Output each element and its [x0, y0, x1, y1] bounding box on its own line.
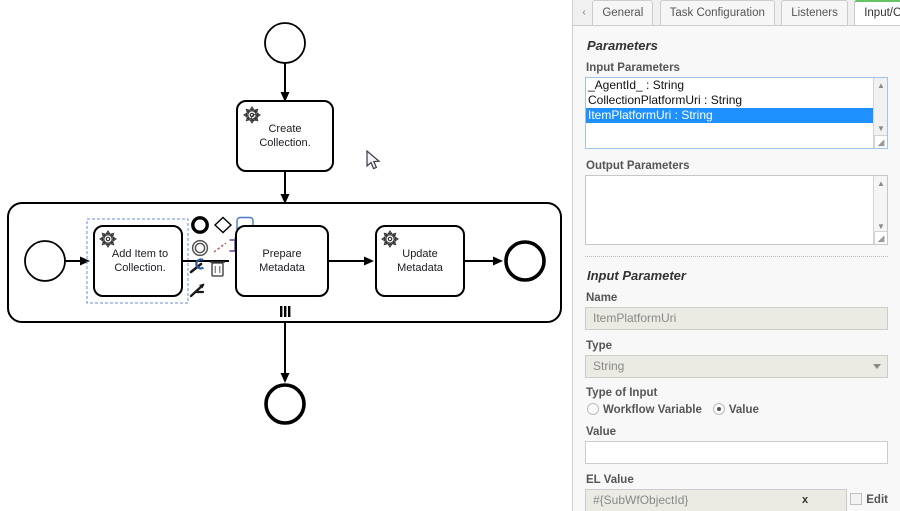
edit-checkbox-wrapper[interactable]: Edit: [850, 492, 888, 506]
input-parameters-listbox[interactable]: _AgentId_ : String CollectionPlatformUri…: [585, 77, 888, 149]
task-add-item-to-collection[interactable]: [93, 225, 183, 297]
panel-content: Parameters Input Parameters _AgentId_ : …: [573, 26, 900, 511]
arrow-head: [493, 256, 503, 266]
value-label: Value: [586, 426, 617, 438]
radio-workflow-variable-label[interactable]: Workflow Variable: [603, 404, 702, 416]
task-label: Collection.: [259, 137, 310, 149]
tab-input-output[interactable]: Input/Output: [854, 0, 900, 25]
el-value-row: #{SubWfObjectId} x Edit: [585, 489, 888, 511]
task-label: Update: [402, 248, 437, 260]
properties-tab-bar[interactable]: ‹ General Task Configuration Listeners I…: [573, 0, 900, 26]
list-item-selected[interactable]: ItemPlatformUri : String: [586, 108, 873, 123]
parameters-heading: Parameters: [587, 38, 658, 53]
radio-value-label[interactable]: Value: [728, 404, 759, 416]
arrow-head: [364, 256, 374, 266]
service-task-gear-icon: [381, 230, 399, 248]
el-value-field[interactable]: #{SubWfObjectId}: [585, 489, 847, 511]
scroll-down-icon[interactable]: ▼: [877, 222, 885, 231]
el-value-label: EL Value: [586, 474, 634, 486]
radio-value[interactable]: [712, 403, 725, 415]
scroll-down-icon[interactable]: ▼: [877, 124, 885, 133]
type-label: Type: [586, 340, 612, 352]
chevron-down-icon: [873, 364, 881, 369]
trash-icon[interactable]: [210, 261, 225, 277]
listbox-scrollbar[interactable]: ▲ ▼: [873, 176, 887, 244]
tab-general[interactable]: General: [592, 0, 654, 25]
task-label: Create: [268, 123, 301, 135]
name-field[interactable]: ItemPlatformUri: [585, 307, 888, 330]
subprocess-end-event[interactable]: [504, 240, 546, 282]
arrow-head: [280, 92, 290, 102]
tab-listeners[interactable]: Listeners: [781, 0, 848, 25]
arrow-head: [80, 256, 90, 266]
edit-checkbox[interactable]: [850, 493, 863, 505]
task-prepare-metadata[interactable]: [235, 225, 329, 297]
resize-grip-icon[interactable]: ◢: [874, 231, 887, 244]
append-intermediate-event-icon[interactable]: [191, 239, 209, 257]
output-parameters-label: Output Parameters: [586, 160, 690, 172]
type-select-wrapper[interactable]: String: [585, 355, 888, 378]
task-label: Metadata: [259, 262, 306, 274]
append-end-event-icon[interactable]: [191, 216, 209, 234]
diagram-canvas[interactable]: Create Collection.: [0, 0, 572, 511]
end-event[interactable]: [264, 383, 306, 425]
task-create-collection[interactable]: [236, 100, 334, 172]
service-task-gear-icon: [243, 106, 261, 124]
type-of-input-radio-group[interactable]: Workflow Variable Value: [587, 402, 888, 416]
service-task-gear-icon: [99, 230, 117, 248]
bpmn-diagram[interactable]: Create Collection.: [0, 0, 572, 511]
properties-panel: ‹ General Task Configuration Listeners I…: [572, 0, 900, 511]
edit-checkbox-label[interactable]: Edit: [866, 494, 888, 506]
tab-scroll-left-icon[interactable]: ‹: [582, 7, 586, 18]
change-type-icon[interactable]: [189, 283, 205, 298]
task-label: Add Item to: [112, 248, 168, 260]
list-item[interactable]: CollectionPlatformUri : String: [588, 93, 743, 107]
resize-grip-icon[interactable]: ◢: [874, 135, 887, 148]
task-update-metadata[interactable]: [375, 225, 465, 297]
append-gateway-icon[interactable]: [213, 216, 233, 234]
tab-task-configuration[interactable]: Task Configuration: [659, 0, 775, 25]
task-label: Metadata: [397, 262, 444, 274]
wrench-icon[interactable]: [189, 258, 205, 274]
arrow-head: [280, 373, 290, 383]
type-of-input-label: Type of Input: [586, 387, 658, 399]
scroll-up-icon[interactable]: ▲: [877, 81, 885, 90]
task-label: Prepare: [262, 248, 301, 260]
start-event[interactable]: [264, 22, 306, 64]
type-select[interactable]: String: [585, 355, 888, 378]
value-field[interactable]: [585, 441, 888, 464]
input-parameters-label: Input Parameters: [586, 62, 680, 74]
input-parameter-heading: Input Parameter: [587, 268, 686, 283]
radio-workflow-variable[interactable]: [587, 403, 599, 415]
parallel-multi-instance-marker-icon: [280, 306, 291, 317]
section-divider: [585, 256, 888, 257]
output-parameters-listbox[interactable]: ▲ ▼ ◢: [585, 175, 888, 245]
scroll-up-icon[interactable]: ▲: [877, 179, 885, 188]
subprocess-start-event[interactable]: [24, 240, 66, 282]
listbox-scrollbar[interactable]: ▲ ▼: [873, 78, 887, 148]
name-label: Name: [586, 292, 618, 304]
clear-icon[interactable]: x: [801, 494, 809, 506]
list-item[interactable]: _AgentId_ : String: [588, 78, 685, 92]
arrow-head: [280, 194, 290, 204]
task-label: Collection.: [114, 262, 165, 274]
